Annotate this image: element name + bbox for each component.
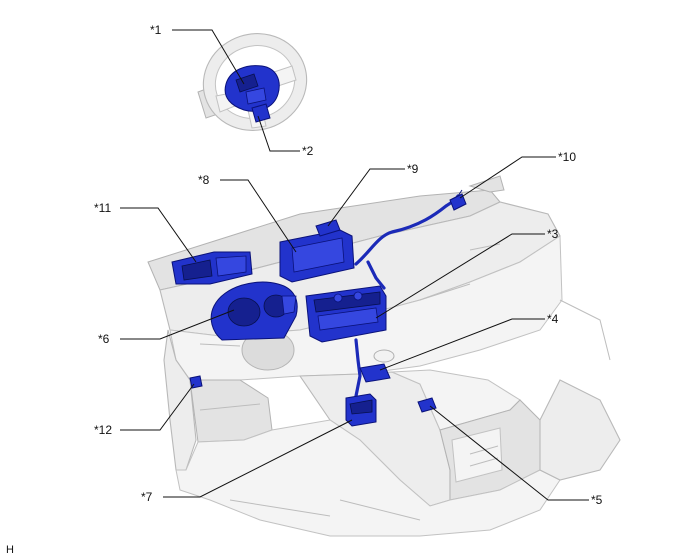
component-8-module: [279, 229, 355, 283]
component-10-connector: [449, 193, 467, 211]
callout-12: *12: [94, 423, 112, 437]
component-11-module: [171, 251, 253, 285]
leader-7: [163, 419, 353, 498]
leader-2: [257, 115, 300, 152]
callout-7: *7: [141, 490, 153, 504]
leader-10: [459, 156, 556, 199]
callout-4: *4: [547, 312, 559, 326]
component-7-ecu: [345, 393, 377, 427]
leader-4: [379, 318, 545, 371]
component-3-center-stack: [305, 285, 387, 343]
leader-11: [120, 207, 197, 263]
leader-9: [327, 168, 405, 227]
view-code: H: [6, 544, 14, 556]
callout-6: *6: [98, 332, 110, 346]
leader-5: [429, 405, 589, 501]
callout-1: *1: [150, 23, 162, 37]
callout-9: *9: [407, 162, 419, 176]
callout-8: *8: [198, 173, 210, 187]
leader-8: [220, 179, 297, 253]
component-2-steering-switch: [251, 103, 271, 123]
component-4-module: [359, 349, 395, 383]
leader-lines: [120, 29, 589, 501]
component-5-unit: [417, 397, 437, 413]
callout-5: *5: [591, 493, 603, 507]
leader-3: [375, 233, 545, 319]
callout-11: *11: [94, 201, 111, 215]
leader-1: [172, 29, 245, 85]
callout-2: *2: [302, 144, 314, 158]
callout-10: *10: [558, 150, 576, 164]
component-9-sensor: [315, 219, 341, 237]
callout-labels: *1 *2 *3 *4 *5 *6 *7 *8 *9 *10 *11 *12: [94, 23, 603, 507]
leader-12: [120, 383, 195, 431]
component-6-meter: [210, 281, 298, 341]
leader-6: [120, 309, 235, 340]
component-1-steering-pad: [224, 65, 280, 112]
callout-3: *3: [547, 227, 559, 241]
